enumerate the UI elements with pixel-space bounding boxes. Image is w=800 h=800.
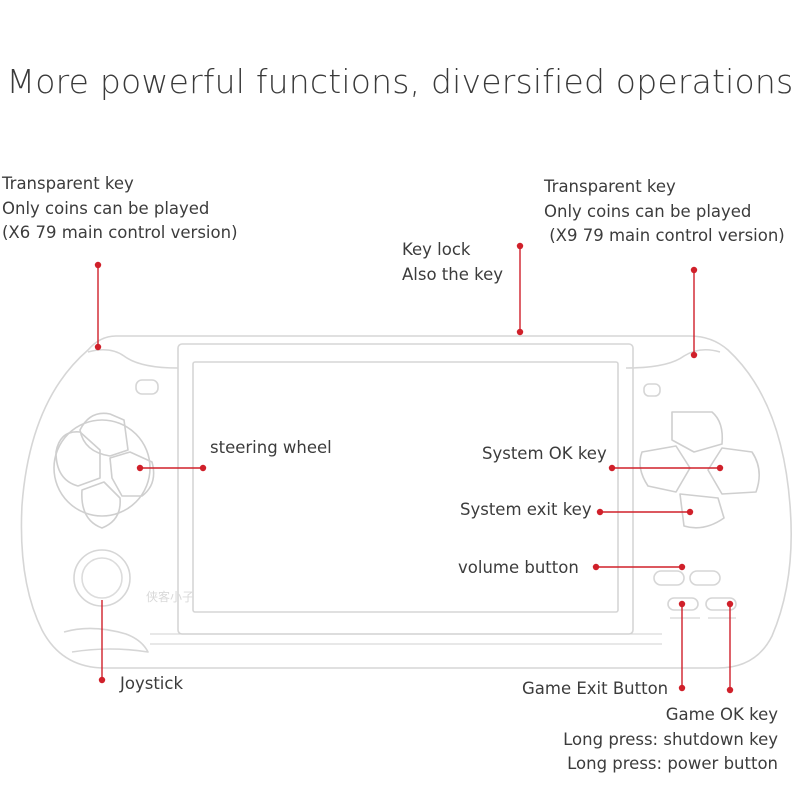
volume-button-label: volume button (458, 558, 579, 577)
label-line: Key lock (402, 240, 471, 259)
system-ok-key-label: System OK key (482, 444, 607, 463)
label-line: Long press: shutdown key (563, 729, 778, 749)
callout-dot (690, 266, 698, 274)
screen-frame (177, 343, 634, 635)
game-ok-key-label: Game OK key Long press: shutdown key Lon… (563, 703, 778, 777)
left-transparent-key-label: Transparent key Only coins can be played… (2, 172, 238, 246)
callout-dot (678, 600, 686, 608)
system-exit-key-label: System exit key (460, 500, 592, 519)
screen (192, 361, 619, 613)
game-exit-button-shape (667, 597, 699, 611)
label-line: Only coins can be played (544, 201, 752, 221)
callout-dot (678, 563, 686, 571)
steering-wheel-label: steering wheel (210, 438, 332, 457)
watermark: 侠客小子 (146, 590, 195, 604)
label-line: (X6 79 main control version) (2, 223, 238, 242)
top-right-small-button (643, 383, 661, 397)
callout-dot (516, 242, 524, 250)
joystick-label: Joystick (120, 674, 184, 693)
callout-dot (690, 351, 698, 359)
label-line: Only coins can be played (2, 198, 210, 218)
callout-dot (726, 686, 734, 694)
callout-dot (98, 676, 106, 684)
label-line: Also the key (402, 264, 504, 284)
joystick-stick (73, 549, 131, 607)
callout-dot (608, 464, 616, 472)
label-line: Transparent key (544, 177, 676, 196)
label-line: Long press: power button (567, 754, 778, 773)
callout-dot (678, 684, 686, 692)
game-ok-button-shape (705, 597, 737, 611)
key-lock-label: Key lock Also the key (402, 238, 503, 287)
callout-dot (716, 464, 724, 472)
callout-dot (94, 261, 102, 269)
volume-button-right (689, 570, 721, 586)
label-line: (X9 79 main control version) (544, 226, 785, 245)
page-title: More powerful functions, diversified ope… (6, 62, 794, 101)
right-transparent-key-label: Transparent key Only coins can be played… (544, 175, 785, 249)
callout-dot (726, 600, 734, 608)
label-line: Game OK key (665, 705, 778, 724)
callout-dot (596, 508, 604, 516)
game-exit-button-label: Game Exit Button (522, 679, 669, 698)
callout-dot (199, 464, 207, 472)
top-left-small-button (135, 379, 159, 395)
callout-dot (686, 508, 694, 516)
callout-dot (136, 464, 144, 472)
device-body-outline (20, 335, 792, 669)
volume-button-left (653, 570, 685, 586)
callout-dot (94, 343, 102, 351)
callout-dot (592, 563, 600, 571)
callout-dot (516, 328, 524, 336)
face-buttons (639, 411, 760, 529)
label-line: Transparent key (2, 174, 134, 193)
